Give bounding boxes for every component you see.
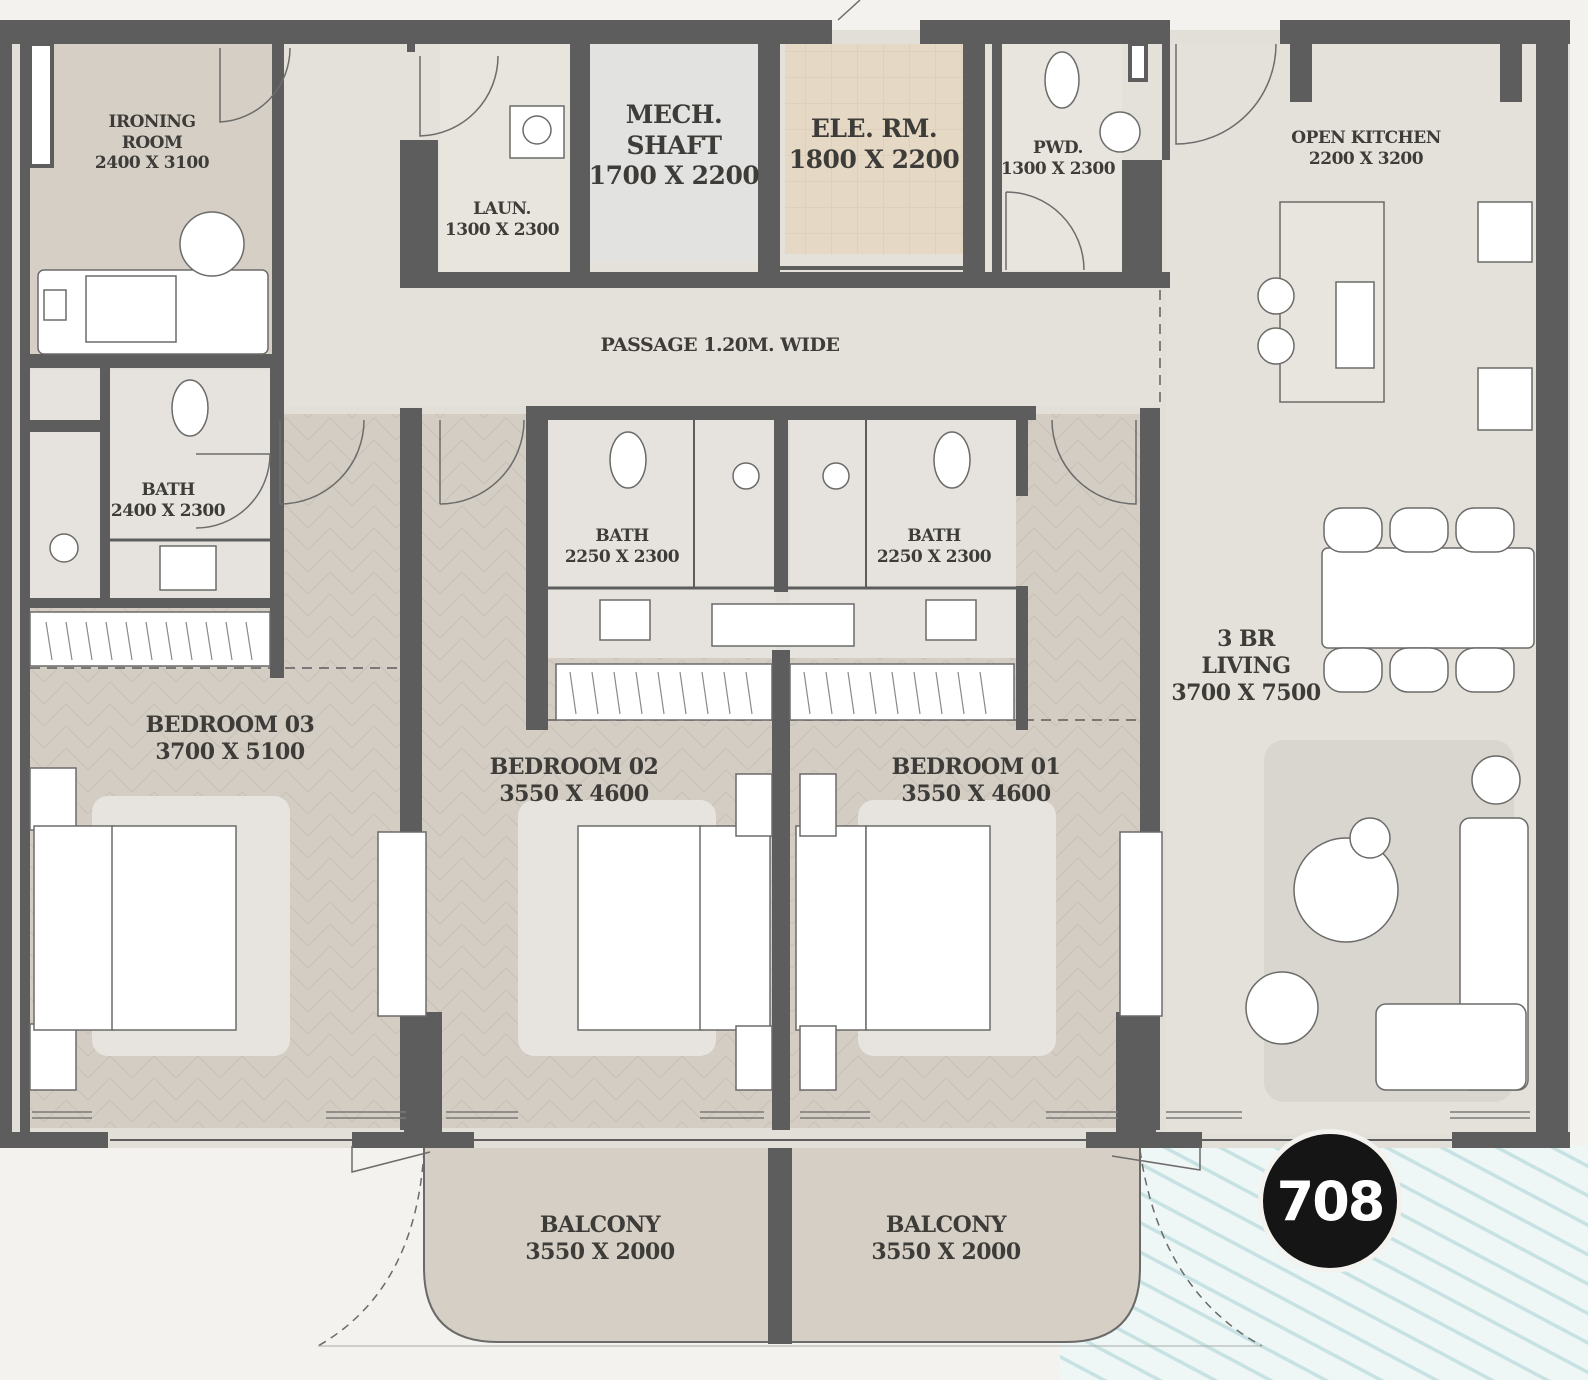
thin-partitions xyxy=(30,266,1452,1141)
room-size: 3700 X 5100 xyxy=(155,738,305,765)
room-name: BEDROOM 01 xyxy=(891,754,1061,780)
room-label-bath2: BATH 2250 X 2300 xyxy=(564,526,680,567)
room-name: PWD. xyxy=(1033,138,1083,158)
room-size: 2250 X 2300 xyxy=(876,546,992,567)
room-size: 3550 X 4600 xyxy=(901,780,1051,807)
room-name: BALCONY xyxy=(885,1212,1007,1238)
room-name: BALCONY xyxy=(539,1212,661,1238)
room-size: 2400 X 3100 xyxy=(94,153,210,174)
room-size: 1300 X 2300 xyxy=(444,219,560,240)
room-name: BATH xyxy=(595,526,649,546)
room-label-bath3: BATH 2400 X 2300 xyxy=(110,480,226,521)
furniture xyxy=(29,51,1535,1102)
room-label-ironing: IRONING ROOM 2400 X 3100 xyxy=(94,112,210,174)
room-size: 1300 X 2300 xyxy=(1000,158,1116,179)
room-label-bed1: BEDROOM 01 3550 X 4600 xyxy=(892,754,1061,808)
room-size: 2200 X 3200 xyxy=(1308,148,1424,169)
room-label-balcony-left: BALCONY 3550 X 2000 xyxy=(525,1212,675,1266)
room-name: BEDROOM 02 xyxy=(489,754,659,780)
floor-mech xyxy=(590,44,758,262)
facade-curtains xyxy=(32,1111,1530,1119)
room-name: LAUN. xyxy=(473,199,531,219)
room-label-balcony-right: BALCONY 3550 X 2000 xyxy=(871,1212,1021,1266)
room-label-laundry: LAUN. 1300 X 2300 xyxy=(444,199,560,240)
unit-number-badge: 708 xyxy=(1258,1129,1402,1273)
room-name: BEDROOM 03 xyxy=(145,712,315,738)
room-size: 3550 X 4600 xyxy=(499,780,649,807)
room-name: BATH xyxy=(141,480,195,500)
room-label-pwd: PWD. 1300 X 2300 xyxy=(1000,138,1116,179)
wardrobe-lines xyxy=(45,621,987,715)
room-label-kitchen: OPEN KITCHEN 2200 X 3200 xyxy=(1291,128,1441,169)
room-size: 3550 X 2000 xyxy=(525,1238,675,1265)
room-label-living: 3 BR LIVING 3700 X 7500 xyxy=(1171,626,1321,706)
room-size: 3700 X 7500 xyxy=(1171,679,1321,706)
room-label-mech: MECH. SHAFT 1700 X 2200 xyxy=(588,100,760,192)
room-size: 2250 X 2300 xyxy=(564,546,680,567)
room-name: PASSAGE 1.20M. WIDE xyxy=(600,334,840,356)
room-size: 1700 X 2200 xyxy=(588,161,760,190)
room-label-bed3: BEDROOM 03 3700 X 5100 xyxy=(146,712,315,766)
room-name: 3 BR LIVING xyxy=(1201,626,1291,679)
room-size: 1800 X 2200 xyxy=(788,144,960,174)
room-size: 3550 X 2000 xyxy=(871,1238,1021,1265)
room-name: OPEN KITCHEN xyxy=(1291,128,1441,148)
room-label-passage: PASSAGE 1.20M. WIDE xyxy=(601,334,840,357)
walls xyxy=(0,20,1570,1344)
room-label-bed2: BEDROOM 02 3550 X 4600 xyxy=(490,754,659,808)
room-name: ELE. RM. xyxy=(810,114,938,143)
room-size: 2400 X 2300 xyxy=(110,500,226,521)
floor-ele xyxy=(785,44,963,254)
room-name: MECH. SHAFT xyxy=(625,100,723,160)
room-label-ele: ELE. RM. 1800 X 2200 xyxy=(788,114,960,175)
room-label-bath1: BATH 2250 X 2300 xyxy=(876,526,992,567)
room-name: BATH xyxy=(907,526,961,546)
doors xyxy=(195,0,1277,1173)
room-name: IRONING ROOM xyxy=(108,112,196,153)
